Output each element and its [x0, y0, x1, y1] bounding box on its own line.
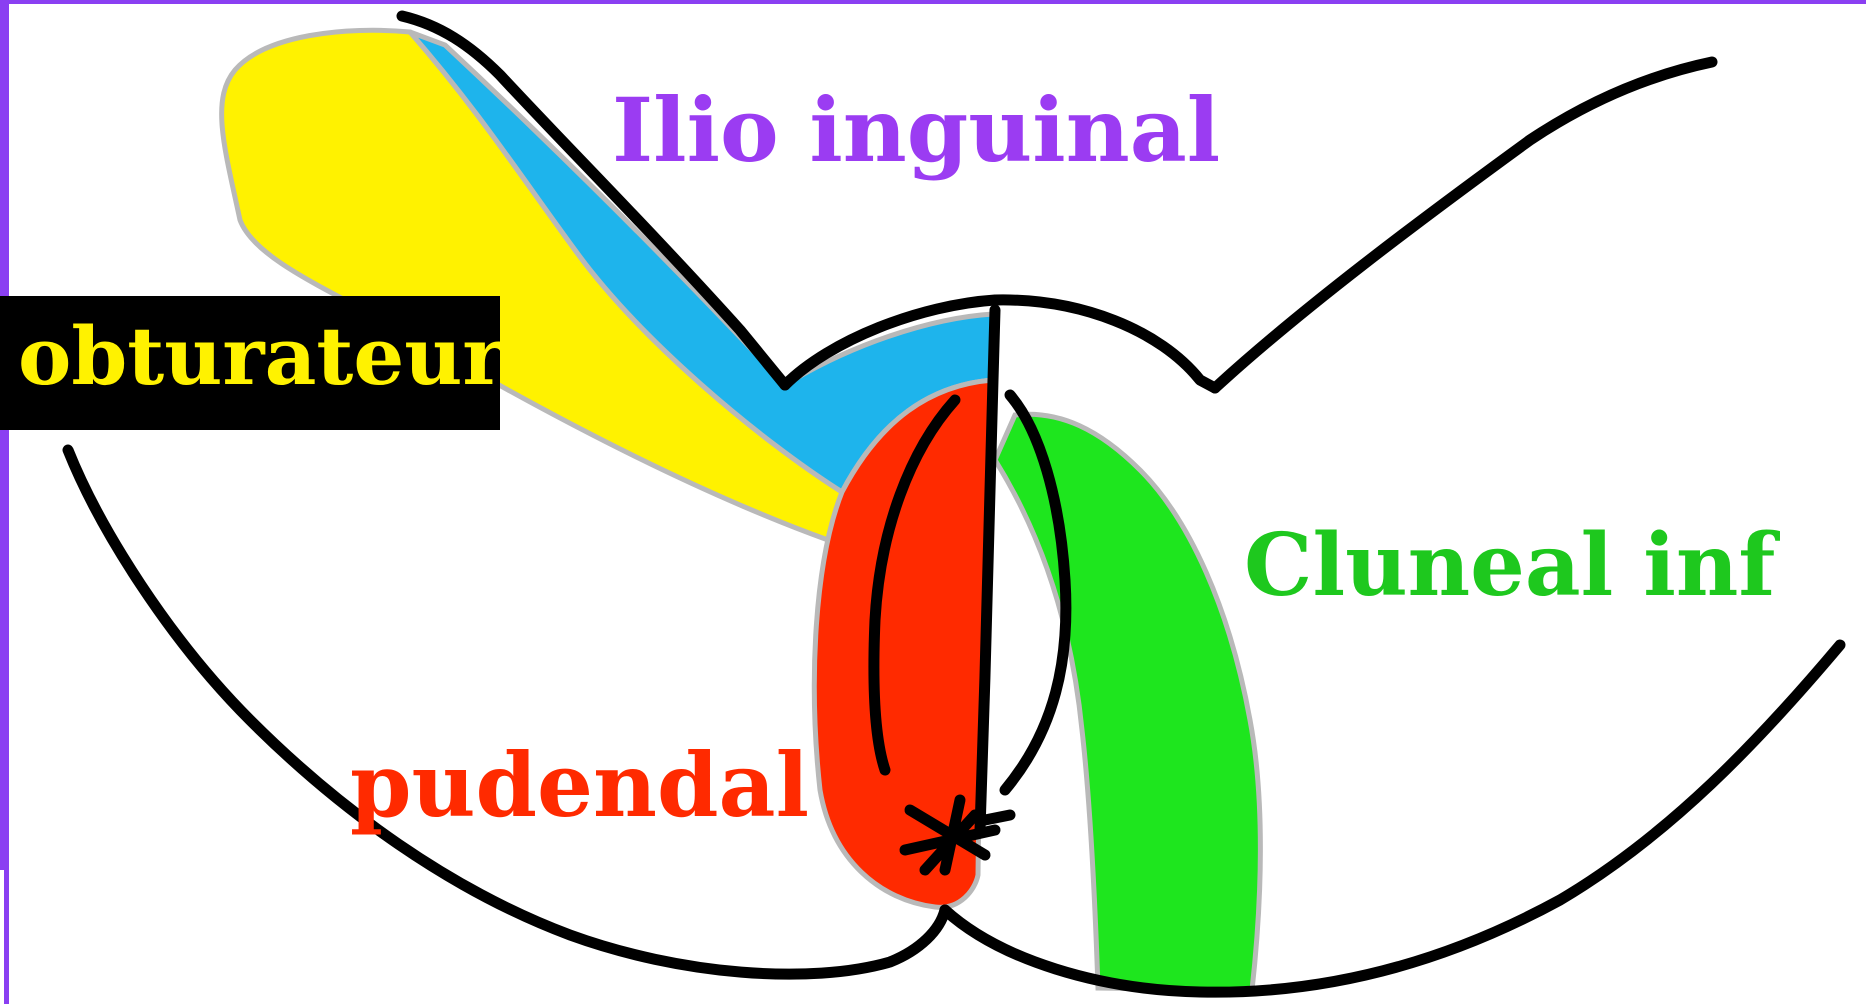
- label-ilio-inguinal: Ilio inguinal: [612, 86, 1220, 174]
- inferior-cluneal-region: [995, 414, 1260, 990]
- label-cluneal-inf: Cluneal inf: [1244, 523, 1775, 609]
- label-obturateur: obturateur: [0, 296, 500, 430]
- label-pudendal: pudendal: [350, 741, 809, 829]
- right-upper-thigh-line: [1215, 62, 1712, 388]
